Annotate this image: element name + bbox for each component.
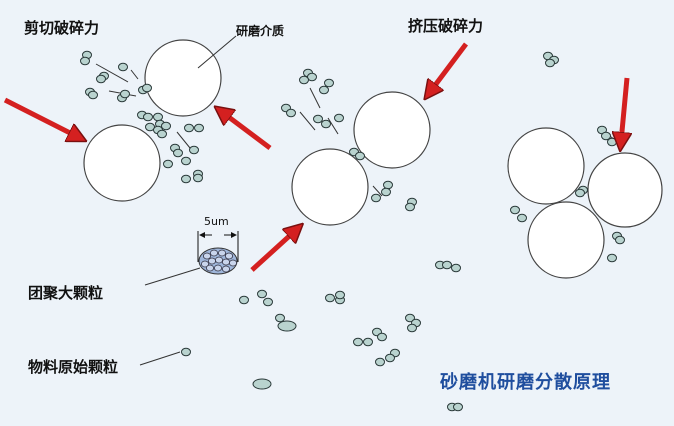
raw-particle [377, 332, 387, 342]
raw-particle [181, 174, 191, 184]
raw-particle [193, 173, 203, 183]
agglomerate-particle [207, 257, 216, 265]
raw-particle [334, 113, 344, 123]
grinding-media-ball [144, 39, 222, 117]
raw-particle [321, 119, 331, 129]
raw-particle [442, 260, 452, 270]
raw-particle [313, 114, 323, 124]
motion-line [95, 63, 129, 83]
raw-particle [257, 289, 267, 299]
agglomerate-particle [209, 249, 218, 257]
raw-particle [325, 293, 335, 303]
scale-label: 5um [204, 215, 229, 228]
raw-particle [163, 159, 173, 169]
agglomerate-particle [213, 264, 222, 272]
raw-particle [239, 295, 249, 305]
raw-particle [601, 131, 611, 141]
raw-particle [181, 347, 191, 357]
agglomerate-particle [205, 264, 214, 272]
raw-particle [607, 253, 617, 263]
agglomerate-label: 团聚大颗粒 [28, 284, 104, 302]
raw-particle [80, 56, 90, 66]
raw-particle [181, 156, 191, 166]
raw-particle [453, 402, 463, 412]
agglomerate-particle [202, 252, 211, 260]
raw-particle [371, 193, 381, 203]
motion-line [299, 111, 316, 131]
raw-particle-pointer-line [139, 351, 181, 366]
raw-particle [607, 137, 617, 147]
diagram-title: 砂磨机研磨分散原理 [440, 372, 611, 393]
raw-particle [324, 78, 334, 88]
grinding-media-ball [507, 127, 585, 205]
raw-particle-label: 物料原始颗粒 [28, 358, 119, 376]
raw-particle [545, 58, 555, 68]
force-arrow [621, 77, 627, 142]
grinding-media-ball [353, 91, 431, 169]
raw-particle [510, 205, 520, 215]
raw-particle [286, 108, 296, 118]
raw-particle [335, 290, 345, 300]
raw-particle [189, 145, 199, 155]
force-arrow [250, 230, 296, 272]
raw-particle [157, 129, 167, 139]
raw-particle [375, 357, 385, 367]
raw-particle [88, 90, 98, 100]
force-arrow [430, 42, 468, 92]
raw-particle [451, 263, 461, 273]
agglomerate-particle [214, 256, 223, 264]
agglomerate-particle [224, 252, 233, 260]
motion-line [309, 87, 321, 109]
raw-particle [184, 123, 194, 133]
shear-force-label: 剪切破碎力 [24, 19, 100, 37]
raw-particle [118, 62, 128, 72]
raw-particle [381, 187, 391, 197]
raw-particle [517, 213, 527, 223]
agglomerate-particle [228, 259, 237, 267]
agglomerate-particle [221, 265, 230, 273]
raw-particle [319, 85, 329, 95]
raw-particle [96, 74, 106, 84]
motion-line [176, 131, 191, 149]
raw-particle [161, 121, 171, 131]
agglomerate-cluster [144, 231, 239, 286]
raw-particle [299, 75, 309, 85]
raw-particle [194, 123, 204, 133]
motion-line [130, 69, 139, 80]
grinding-media-ball [587, 152, 663, 228]
agglomerate-particle [200, 260, 209, 268]
raw-particle [173, 148, 183, 158]
media-pointer-line [197, 35, 237, 69]
raw-particle [383, 180, 393, 190]
raw-particle [263, 297, 273, 307]
grinding-media-label: 研磨介质 [236, 24, 285, 38]
raw-particle [405, 202, 415, 212]
agglomerate-particle [217, 249, 226, 257]
agglomerate-particle [221, 258, 230, 266]
raw-particle [355, 151, 365, 161]
raw-particle [385, 353, 395, 363]
raw-particle [153, 112, 163, 122]
raw-particle [615, 235, 625, 245]
grinding-media-ball [527, 201, 605, 279]
raw-particle [143, 112, 153, 122]
raw-particle [575, 188, 585, 198]
motion-line [372, 185, 383, 197]
motion-line [327, 117, 339, 135]
raw-particle [277, 320, 297, 332]
grinding-media-ball [291, 148, 369, 226]
raw-particle [252, 378, 272, 390]
raw-particle [120, 89, 130, 99]
force-arrow [222, 112, 272, 150]
squeeze-force-label: 挤压破碎力 [408, 17, 484, 35]
raw-particle [142, 83, 152, 93]
grinding-media-ball [83, 124, 161, 202]
raw-particle [353, 337, 363, 347]
raw-particle [407, 323, 417, 333]
raw-particle [363, 337, 373, 347]
raw-particle [405, 313, 415, 323]
force-arrow [3, 97, 78, 137]
raw-particle [275, 313, 285, 323]
